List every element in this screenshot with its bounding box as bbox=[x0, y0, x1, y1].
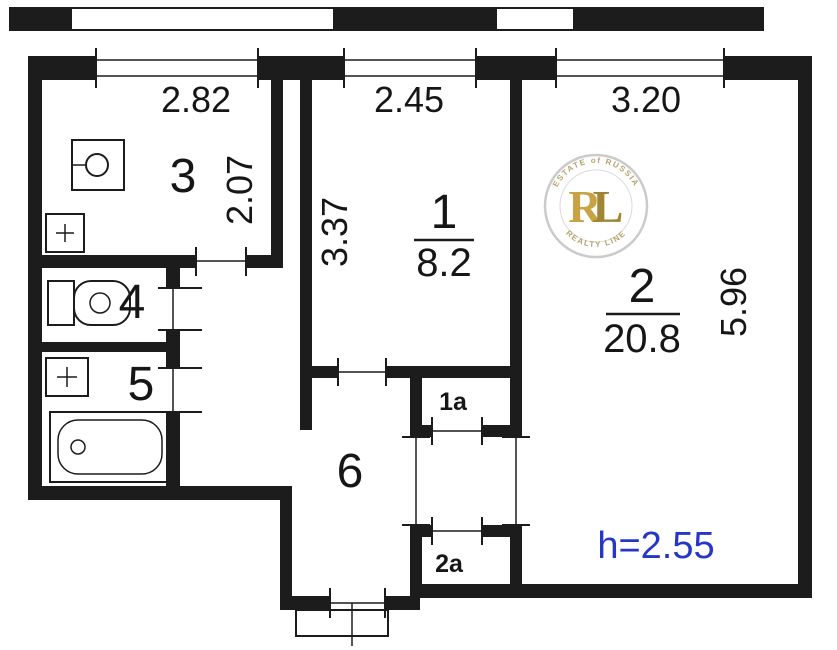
room2-left-wall-lower bbox=[510, 525, 522, 598]
dim-room1-depth: 3.37 bbox=[314, 197, 355, 267]
closet1a-bottom-wall bbox=[410, 425, 432, 437]
room-label-kitchen: 3 bbox=[170, 150, 197, 203]
room-label-room1: 1 bbox=[431, 186, 458, 239]
closet1a-bottom-wall bbox=[482, 425, 522, 437]
wet-wall bbox=[166, 412, 180, 500]
wall-segment bbox=[10, 8, 72, 30]
kitchen-sink-icon bbox=[71, 139, 125, 191]
ceiling-height-label: h=2.55 bbox=[597, 525, 714, 567]
room-label-hallway: 6 bbox=[337, 445, 364, 498]
room1-bottom-wall bbox=[300, 366, 338, 378]
washbasin-icon bbox=[45, 357, 89, 397]
bottom-left-wall bbox=[28, 486, 292, 500]
toilet-bath-wall bbox=[42, 342, 166, 352]
hall-bottom-wall bbox=[280, 596, 330, 610]
basin-body bbox=[45, 357, 89, 397]
area-label-room1: 8.2 bbox=[416, 241, 472, 285]
closet-left-wall bbox=[410, 378, 422, 437]
room-label-room2: 2 bbox=[629, 260, 656, 313]
hall-left-wall bbox=[280, 486, 292, 610]
tub-inner bbox=[57, 419, 163, 475]
dim-room2-depth: 5.96 bbox=[713, 267, 754, 337]
wet-wall bbox=[166, 255, 180, 288]
kitchen-bottom-wall bbox=[246, 255, 283, 268]
closet2a-top-wall bbox=[410, 525, 432, 537]
room-label-bathroom: 5 bbox=[128, 358, 155, 411]
dim-kitchen-depth: 2.07 bbox=[219, 155, 260, 225]
wet-wall bbox=[166, 330, 180, 368]
toilet-icon bbox=[47, 280, 131, 326]
kitchen-bottom-wall bbox=[42, 255, 196, 268]
stove-body bbox=[45, 213, 85, 253]
left-wall bbox=[28, 56, 42, 500]
closet2a-top-wall bbox=[482, 525, 522, 537]
kitchen-right-wall bbox=[271, 56, 283, 268]
dim-room2-width: 3.20 bbox=[611, 79, 681, 120]
watermark-initial-r: R bbox=[568, 181, 602, 232]
wall-segment bbox=[573, 8, 763, 30]
tub-outer bbox=[49, 411, 171, 483]
stove-icon bbox=[45, 213, 85, 253]
toilet-drain bbox=[89, 292, 111, 314]
room-label-closet1a: 1a bbox=[439, 388, 468, 416]
bottom-wall bbox=[410, 584, 812, 598]
entrance-landing bbox=[295, 609, 389, 637]
windows bbox=[95, 48, 725, 88]
area-label-room2: 20.8 bbox=[603, 317, 681, 361]
dim-room1-width: 2.45 bbox=[374, 79, 444, 120]
toilet-bowl bbox=[73, 280, 131, 326]
room-label-toilet: 4 bbox=[119, 276, 146, 329]
wall-segment bbox=[333, 8, 497, 30]
watermark-stamp: ESTATE of RUSSIA REALTY LINE R L bbox=[543, 153, 649, 259]
hall-bottom-wall bbox=[385, 596, 420, 610]
entrance bbox=[295, 588, 389, 646]
room1-bottom-wall bbox=[386, 366, 522, 378]
closet-left-wall bbox=[410, 525, 422, 598]
right-wall bbox=[798, 56, 812, 598]
dimension-labels: 2.82 2.45 3.20 2.07 3.37 5.96 bbox=[161, 79, 754, 337]
watermark-inner-ring bbox=[559, 169, 633, 243]
tub-drain bbox=[70, 439, 86, 455]
watermark-initial-l: L bbox=[593, 181, 624, 232]
room-label-closet2a: 2a bbox=[435, 550, 464, 578]
bathtub-icon bbox=[49, 411, 171, 483]
room-labels: 3 4 5 6 1 8.2 2 20.8 1a 2a bbox=[119, 150, 681, 578]
room1-room2-wall bbox=[510, 56, 522, 437]
dim-kitchen-width: 2.82 bbox=[161, 79, 231, 120]
interior-walls bbox=[42, 56, 530, 598]
room1-left-wall bbox=[300, 56, 312, 430]
parapet-strip bbox=[9, 7, 764, 31]
